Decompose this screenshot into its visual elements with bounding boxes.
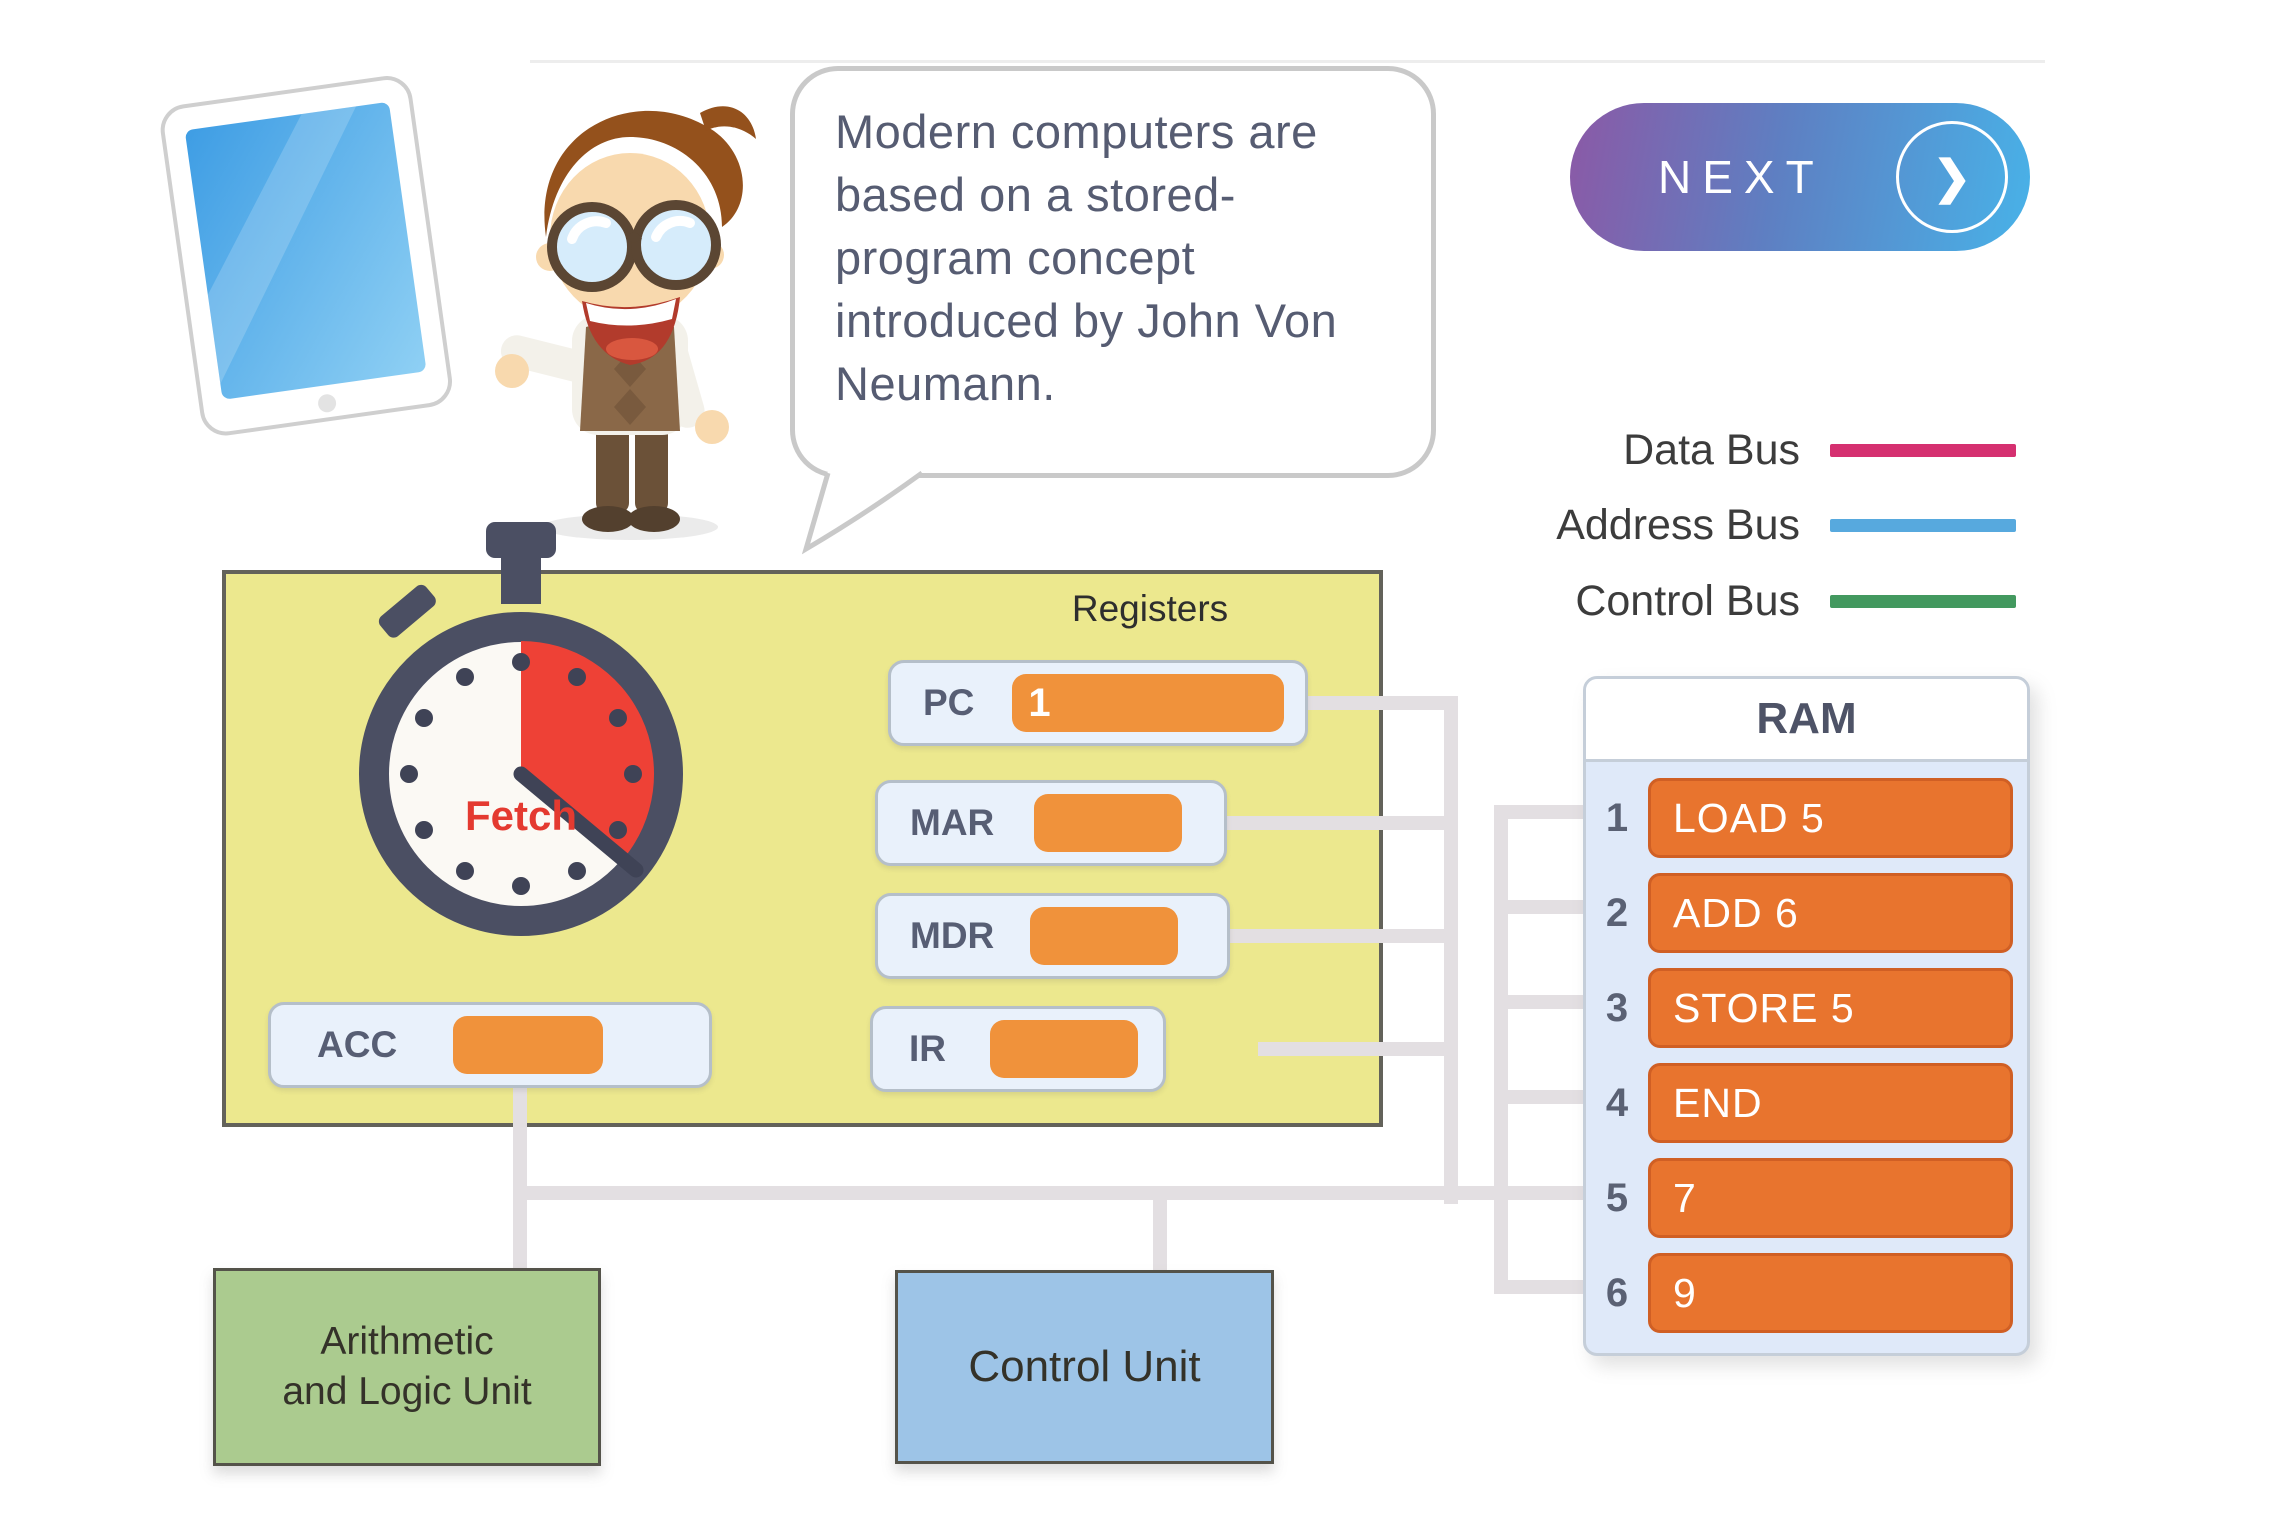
bus-line-ram-6: [1508, 1280, 1583, 1294]
bus-trunk-ram: [1494, 805, 1508, 1294]
legend-label-control-bus: Control Bus: [1575, 576, 1800, 625]
address-bus-swatch: [1830, 518, 2016, 532]
legend-row-address-bus: Address Bus: [1450, 500, 2050, 550]
bus-line-acc-alu: [513, 1088, 527, 1270]
data-bus-swatch: [1830, 443, 2016, 457]
register-mdr-label: MDR: [910, 915, 995, 956]
next-button[interactable]: NEXT ❯: [1570, 103, 2030, 251]
register-mar-value: [1034, 794, 1183, 852]
register-mdr: MDR: [875, 893, 1230, 979]
ram-title: RAM: [1586, 679, 2027, 762]
ram-rows: 1 LOAD 5 2 ADD 6 3 STORE 5 4 END 5 7 6 9: [1586, 762, 2027, 1333]
alu-label-line1: Arithmetic: [320, 1320, 494, 1363]
chevron-right-icon: ❯: [1896, 121, 2008, 233]
chevron-glyph: ❯: [1932, 151, 1972, 203]
ram-row: 1 LOAD 5: [1586, 778, 2013, 858]
ram-row-address: 2: [1605, 890, 1629, 935]
ram-box: RAM 1 LOAD 5 2 ADD 6 3 STORE 5 4 END 5 7…: [1583, 676, 2030, 1356]
register-ir-label: IR: [909, 1028, 946, 1069]
speech-bubble: [790, 66, 1436, 478]
legend-row-control-bus: Control Bus: [1450, 576, 2050, 626]
ram-row-address: 5: [1605, 1175, 1629, 1220]
ram-row: 2 ADD 6: [1586, 873, 2013, 953]
tablet-icon: [160, 76, 452, 436]
ram-row: 6 9: [1586, 1253, 2013, 1333]
bus-line-mar: [1227, 816, 1458, 830]
ram-row-content: 9: [1648, 1253, 2013, 1333]
ram-row-content: 7: [1648, 1158, 2013, 1238]
bus-trunk-registers: [1444, 696, 1458, 1204]
bus-line-ram-3: [1508, 995, 1583, 1009]
ram-row-address: 1: [1605, 795, 1629, 840]
register-pc: PC 1: [888, 660, 1308, 746]
bus-line-pc: [1307, 696, 1458, 710]
alu-label-line2: and Logic Unit: [282, 1370, 532, 1413]
bus-line-ir: [1258, 1042, 1458, 1056]
ram-row-content: ADD 6: [1648, 873, 2013, 953]
control-unit-box: Control Unit: [895, 1270, 1274, 1464]
registers-title: Registers: [1071, 588, 1229, 629]
speech-bubble-text: Modern computers are based on a stored-p…: [835, 105, 1338, 410]
bus-line-ram-4: [1508, 1090, 1583, 1104]
register-pc-value: 1: [1012, 674, 1285, 732]
speech-bubble-tail: [801, 471, 924, 555]
register-pc-label: PC: [923, 682, 975, 723]
register-mar: MAR: [875, 780, 1227, 866]
control-unit-label: Control Unit: [968, 1342, 1201, 1391]
bus-line-ram-2: [1508, 900, 1583, 914]
bus-line-control-unit: [1153, 1196, 1167, 1272]
ram-row-content: END: [1648, 1063, 2013, 1143]
arithmetic-logic-unit-box: Arithmetic and Logic Unit: [213, 1268, 601, 1466]
ram-row-address: 6: [1605, 1270, 1629, 1315]
register-mar-label: MAR: [910, 802, 995, 843]
legend-label-data-bus: Data Bus: [1623, 425, 1800, 474]
bus-line-ram-1: [1508, 805, 1583, 819]
register-ir-value: [990, 1020, 1138, 1078]
stopwatch-icon: Fetch: [359, 522, 683, 936]
register-acc-value: [453, 1016, 604, 1074]
ram-row: 4 END: [1586, 1063, 2013, 1143]
bus-line-mdr: [1230, 929, 1458, 943]
ram-row-address: 4: [1605, 1080, 1629, 1125]
register-acc-label: ACC: [317, 1024, 398, 1065]
control-bus-swatch: [1830, 594, 2016, 608]
register-acc: ACC: [268, 1002, 712, 1088]
ram-row-content: STORE 5: [1648, 968, 2013, 1048]
bus-main-horizontal: [513, 1186, 1583, 1200]
register-ir: IR: [870, 1006, 1166, 1092]
ram-row-address: 3: [1605, 985, 1629, 1030]
legend-row-data-bus: Data Bus: [1450, 425, 2050, 475]
legend-label-address-bus: Address Bus: [1556, 500, 1800, 549]
stopwatch-phase-label: Fetch: [465, 792, 577, 839]
mascot-illustration: [495, 106, 756, 540]
register-mdr-value: [1030, 907, 1179, 965]
ram-row: 3 STORE 5: [1586, 968, 2013, 1048]
ram-row: 5 7: [1586, 1158, 2013, 1238]
next-button-label: NEXT: [1658, 151, 1825, 203]
ram-row-content: LOAD 5: [1648, 778, 2013, 858]
card-top-edge: [530, 60, 2045, 63]
